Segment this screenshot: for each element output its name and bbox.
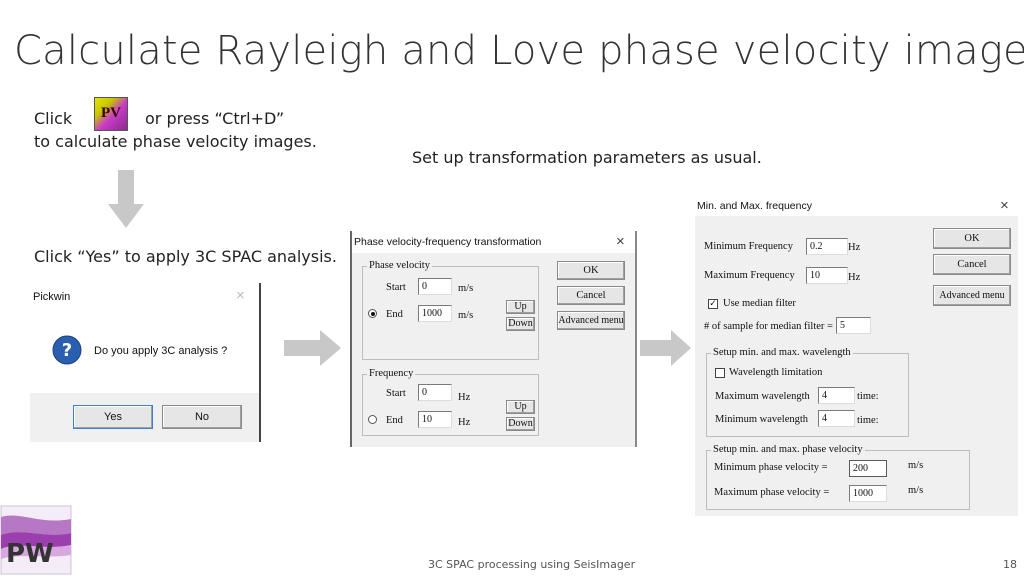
pickwin-close-icon[interactable]: × [236,287,245,304]
question-icon: ? [52,335,82,365]
max-phase-velocity-label: Maximum phase velocity = [714,487,830,498]
velocity-up-button[interactable]: Up [506,300,535,314]
freq-titlebar [695,192,1018,216]
pickwin-question: Do you apply 3C analysis ? [94,345,228,357]
pv-dialog-title: Phase velocity-frequency transformation [354,236,542,248]
max-phase-velocity-input[interactable]: 1000 [849,485,887,502]
pw-logo-graphic [0,505,72,575]
max-wavelength-input[interactable]: 4 [818,387,855,404]
freq-start-unit: Hz [458,392,471,403]
phase-velocity-range-label: Setup min. and max. phase velocity [711,444,865,455]
median-filter-label: Use median filter [723,298,796,309]
right-arrow-icon-2 [640,330,691,366]
pickwin-dialog: Pickwin × ? Do you apply 3C analysis ? Y… [30,283,261,442]
svg-text:?: ? [62,340,72,361]
velocity-end-label: End [386,309,403,320]
velocity-end-radio[interactable] [368,309,377,318]
frequency-group [362,374,539,436]
shortcut-text: or press “Ctrl+D” [145,109,285,128]
min-wavelength-unit: time: [857,415,879,426]
calculate-text: to calculate phase velocity images. [34,132,317,151]
pv-ok-button[interactable]: OK [557,261,625,280]
freq-end-label: End [386,415,403,426]
freq-close-icon[interactable]: × [1000,197,1009,214]
max-frequency-unit: Hz [848,272,861,283]
freq-end-input[interactable]: 10 [418,411,452,428]
min-phase-velocity-label: Minimum phase velocity = [714,462,828,473]
phase-velocity-range-group [706,450,970,510]
pv-cancel-button[interactable]: Cancel [557,286,625,305]
click-text: Click [34,109,73,128]
max-wavelength-unit: time: [857,391,879,402]
page-number: 18 [1003,558,1017,571]
min-wavelength-input[interactable]: 4 [818,410,855,427]
freq-ok-button[interactable]: OK [933,228,1011,249]
pv-titlebar [352,231,635,253]
freq-advanced-menu-button[interactable]: Advanced menu [933,285,1011,306]
max-phase-velocity-unit: m/s [908,485,924,496]
min-phase-velocity-unit: m/s [908,460,924,471]
footer-text: 3C SPAC processing using SeisImager [428,558,636,571]
phase-velocity-group [362,266,539,360]
yes-instruction-text: Click “Yes” to apply 3C SPAC analysis. [34,247,337,266]
freq-end-unit: Hz [458,417,471,428]
phase-velocity-group-label: Phase velocity [367,260,432,271]
velocity-start-unit: m/s [458,283,474,294]
velocity-end-unit: m/s [458,310,474,321]
freq-start-label: Start [386,388,406,399]
pv-icon-label: PV [101,105,121,121]
wavelength-group-label: Setup min. and max. wavelength [711,347,853,358]
velocity-end-input[interactable]: 1000 [418,305,452,322]
pw-logo: PW [0,505,72,575]
min-max-frequency-dialog: Min. and Max. frequency × Minimum Freque… [695,192,1018,516]
phase-velocity-icon[interactable]: PV [94,97,128,131]
median-filter-checkbox[interactable]: ✓ [708,299,718,309]
freq-up-button[interactable]: Up [506,400,535,414]
min-wavelength-label: Minimum wavelength [715,414,809,425]
wavelength-limit-checkbox[interactable] [715,368,725,378]
median-sample-input[interactable]: 5 [836,317,871,334]
max-frequency-label: Maximum Frequency [704,270,795,281]
no-button[interactable]: No [162,405,242,429]
velocity-down-button[interactable]: Down [506,317,535,331]
velocity-start-input[interactable]: 0 [418,278,452,295]
min-frequency-unit: Hz [848,242,861,253]
max-frequency-input[interactable]: 10 [806,267,848,284]
pv-close-icon[interactable]: × [616,233,625,250]
min-phase-velocity-input[interactable]: 200 [849,460,887,477]
down-arrow-icon [108,170,144,228]
setup-text: Set up transformation parameters as usua… [412,148,762,167]
median-sample-label: # of sample for median filter = [704,321,833,332]
min-frequency-label: Minimum Frequency [704,241,793,252]
yes-button[interactable]: Yes [73,405,153,429]
freq-start-input[interactable]: 0 [418,384,452,401]
pickwin-title: Pickwin [33,291,71,303]
wavelength-limit-label: Wavelength limitation [729,367,823,378]
freq-end-radio[interactable] [368,415,377,424]
freq-dialog-title: Min. and Max. frequency [697,200,812,212]
freq-cancel-button[interactable]: Cancel [933,254,1011,275]
velocity-start-label: Start [386,282,406,293]
min-frequency-input[interactable]: 0.2 [806,238,848,255]
right-arrow-icon [284,330,341,366]
freq-down-button[interactable]: Down [506,417,535,431]
max-wavelength-label: Maximum wavelength [715,391,810,402]
pw-logo-text: PW [6,539,54,569]
pv-advanced-menu-button[interactable]: Advanced menu [557,311,625,330]
page-title: Calculate Rayleigh and Love phase veloci… [14,28,1024,74]
phase-velocity-dialog: Phase velocity-frequency transformation … [350,231,637,447]
frequency-group-label: Frequency [367,368,416,379]
